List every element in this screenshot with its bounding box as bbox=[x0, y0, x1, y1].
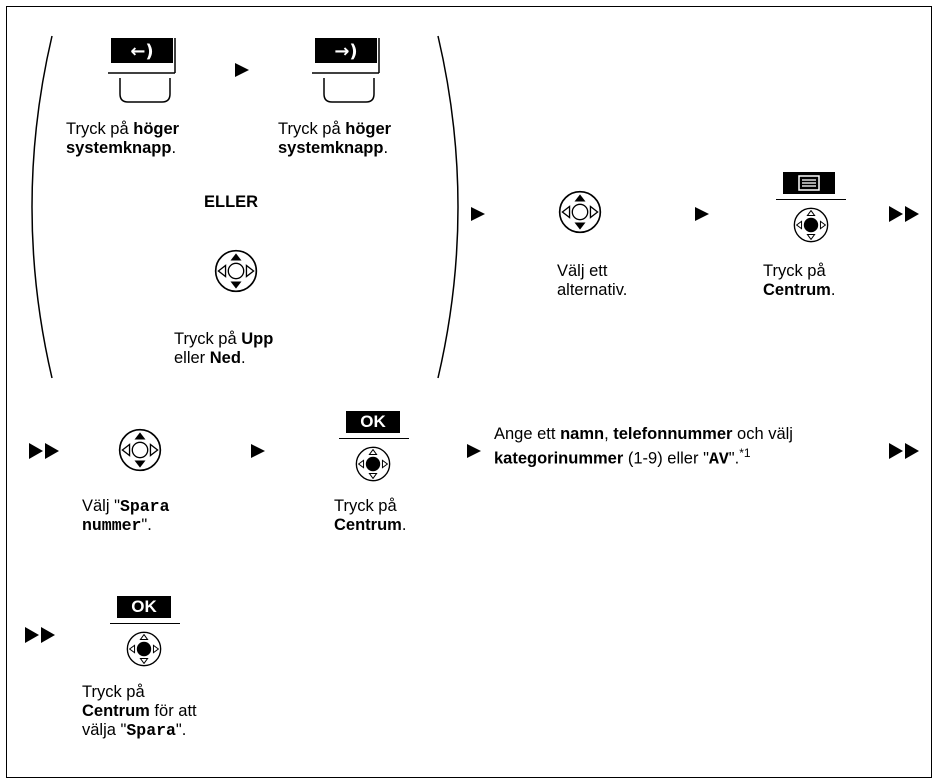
select-save-number-caption: Välj "Spara nummer". bbox=[82, 497, 170, 535]
select-alternative-caption: Välj ett alternativ. bbox=[557, 262, 628, 299]
center-caption: Tryck på Centrum. bbox=[334, 497, 407, 534]
svg-text:→): →) bbox=[334, 41, 357, 62]
small-triangle-arrow-icon bbox=[235, 63, 249, 77]
small-triangle-arrow-icon bbox=[251, 444, 265, 458]
left-arrow-key-icon: ←) bbox=[108, 38, 176, 103]
center-caption: Tryck på Centrum. bbox=[763, 262, 836, 299]
key1-caption: Tryck på höger systemknapp. bbox=[66, 120, 180, 157]
navigator-key-icon bbox=[118, 428, 162, 472]
navigator-key-icon bbox=[558, 190, 602, 234]
ok-soft-key-label: OK bbox=[117, 596, 171, 618]
double-triangle-arrow-icon bbox=[29, 443, 59, 459]
center-button-icon bbox=[126, 631, 162, 667]
left-parenthesis bbox=[31, 35, 53, 379]
center-button-icon bbox=[355, 446, 391, 482]
right-parenthesis bbox=[437, 35, 459, 379]
ok-center-key: OK bbox=[110, 596, 180, 668]
center-save-caption: Tryck på Centrum för att välja "Spara". bbox=[82, 683, 197, 740]
double-triangle-arrow-icon bbox=[25, 627, 55, 643]
up-down-caption: Tryck på Upp eller Ned. bbox=[174, 330, 274, 367]
svg-text:←): ←) bbox=[130, 41, 153, 62]
navigator-key-icon bbox=[214, 249, 258, 293]
footnote-marker: *1 bbox=[739, 446, 751, 460]
menu-icon bbox=[783, 172, 835, 194]
or-label: ELLER bbox=[204, 193, 259, 211]
right-arrow-key-icon: →) bbox=[312, 38, 380, 103]
ok-soft-key-label: OK bbox=[346, 411, 400, 433]
entry-instruction: Ange ett namn, telefonnummer och välj ka… bbox=[494, 425, 793, 469]
diagram-frame bbox=[6, 6, 932, 778]
small-triangle-arrow-icon bbox=[695, 207, 709, 221]
ok-center-key: OK bbox=[339, 411, 409, 483]
small-triangle-arrow-icon bbox=[467, 444, 481, 458]
small-triangle-arrow-icon bbox=[471, 207, 485, 221]
double-triangle-arrow-icon bbox=[889, 443, 919, 459]
key2-caption: Tryck på höger systemknapp. bbox=[278, 120, 392, 157]
center-button-icon bbox=[793, 207, 829, 243]
menu-center-key bbox=[776, 172, 846, 248]
double-triangle-arrow-icon bbox=[889, 206, 919, 222]
